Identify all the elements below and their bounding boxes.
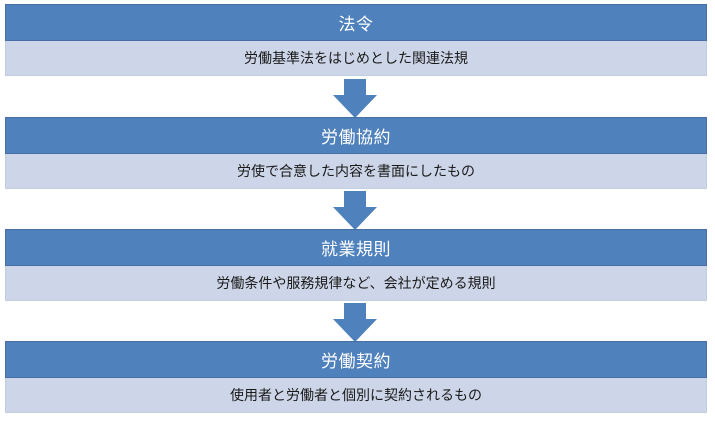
tier-description: 労働条件や服務規律など、会社が定める規則 [5,266,707,301]
tier-title: 就業規則 [5,229,707,266]
down-arrow-icon [333,303,377,342]
tier-title: 法令 [5,4,707,41]
tier-title: 労働協約 [5,117,707,154]
tier-title: 労働契約 [5,341,707,378]
tier-work-rules: 就業規則 労働条件や服務規律など、会社が定める規則 [5,229,707,301]
tier-description: 労働基準法をはじめとした関連法規 [5,41,707,76]
tier-description: 使用者と労働者と個別に契約されるもの [5,378,707,413]
tier-labor-contract: 労働契約 使用者と労働者と個別に契約されるもの [5,341,707,413]
tier-labor-agreement: 労働協約 労使で合意した内容を書面にしたもの [5,117,707,189]
down-arrow-icon [333,191,377,230]
down-arrow-icon [333,79,377,118]
tier-description: 労使で合意した内容を書面にしたもの [5,154,707,189]
tier-laws: 法令 労働基準法をはじめとした関連法規 [5,4,707,76]
